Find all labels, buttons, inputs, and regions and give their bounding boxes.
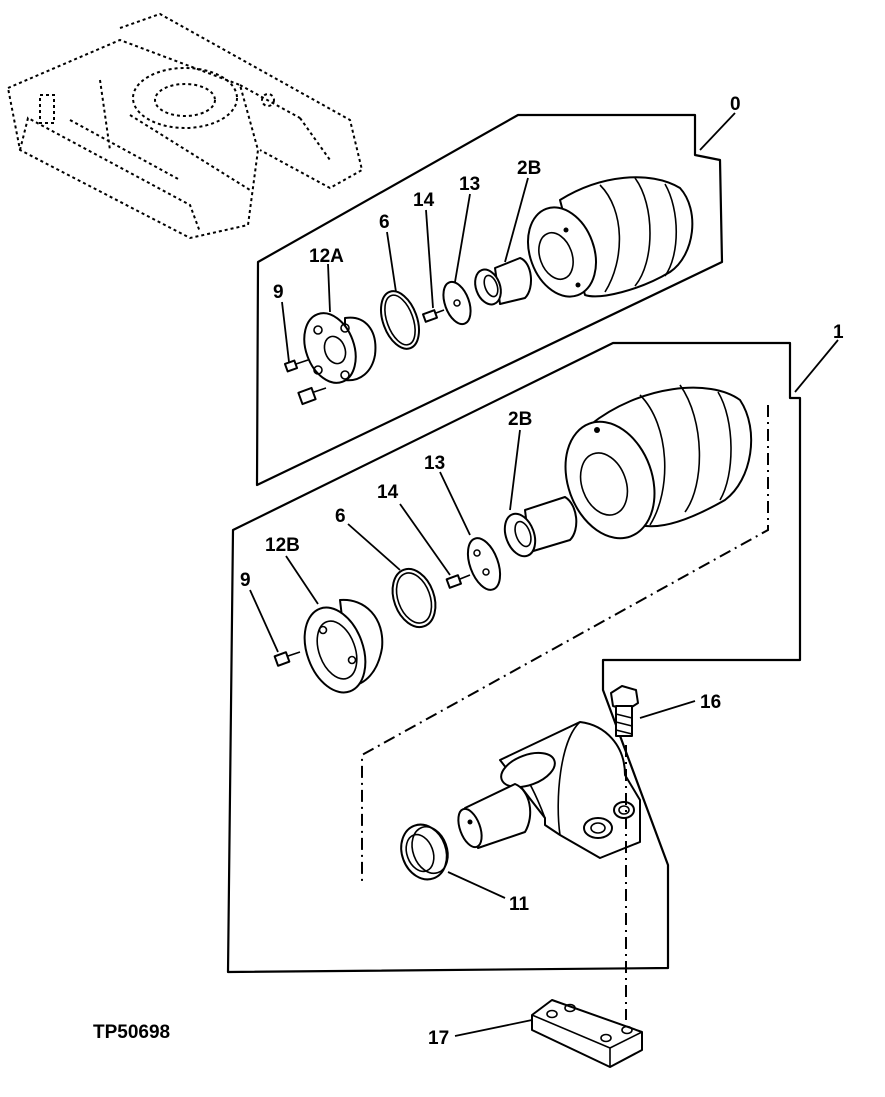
callout-group-1: 1 [833,322,844,343]
callout-upper-13: 13 [459,174,480,195]
upper-thrust-plate-13 [442,280,472,326]
callout-item-17: 17 [428,1028,449,1049]
upper-hub-12A [303,312,377,384]
upper-roller [527,176,694,298]
callout-lower-2B: 2B [508,409,532,430]
callout-lower-14: 14 [377,482,399,503]
seal-11 [400,823,449,881]
upper-bushing-2B [474,257,532,306]
callout-group-0: 0 [730,94,741,115]
lower-bolt-9 [273,651,301,667]
group-0-boundary [255,113,724,487]
callout-upper-9: 9 [273,282,284,303]
group-1-sub-boundary [361,405,769,885]
lower-roller [564,384,753,540]
callout-item-11: 11 [509,894,530,915]
bolt-16 [610,685,639,737]
callout-lower-9: 9 [240,570,251,591]
lower-bushing-2B [503,496,578,558]
figure-id: TP50698 [93,1022,170,1043]
callout-lower-12B: 12B [265,535,300,556]
lower-thrust-plate-13 [466,537,502,591]
upper-screw-14 [421,309,445,323]
roller-bracket [457,721,641,859]
group-1-boundary [226,341,802,974]
upper-o-ring-6 [380,290,420,350]
block-17 [531,999,643,1068]
callout-upper-2B: 2B [517,158,541,179]
callout-upper-14: 14 [413,190,435,211]
lower-o-ring-6 [391,567,437,629]
upper-bolts-9 [283,359,327,406]
callout-lower-13: 13 [424,453,445,474]
callout-lower-6: 6 [335,506,346,527]
lower-hub-12B [303,598,384,694]
undercarriage-overview [6,12,364,240]
lower-screw-14 [445,574,471,589]
callout-upper-12A: 12A [309,246,344,267]
callout-item-16: 16 [700,692,721,713]
callout-upper-6: 6 [379,212,390,233]
